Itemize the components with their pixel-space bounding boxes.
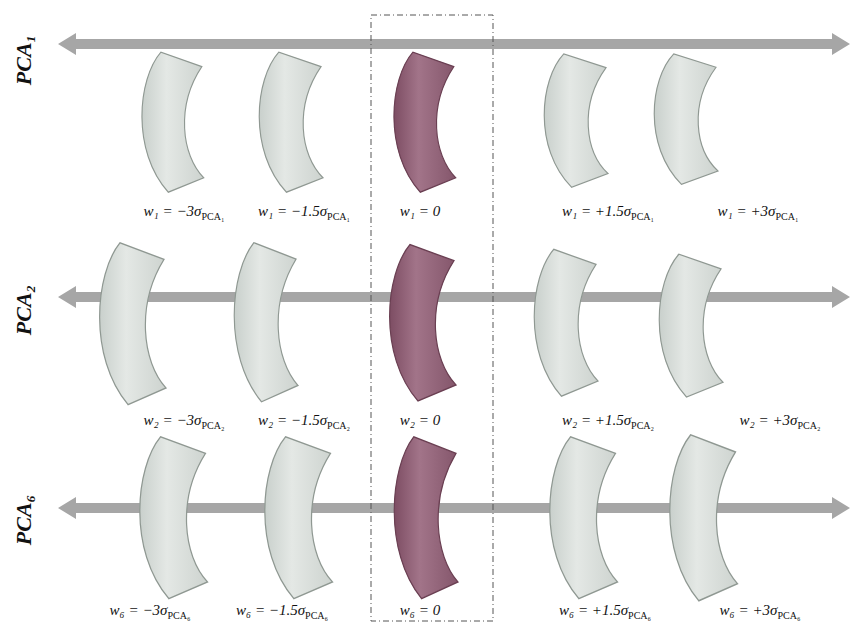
row-label: PCA₁ xyxy=(11,35,37,85)
row-label: PCA₆ xyxy=(11,495,37,545)
mean-shape-frame xyxy=(371,15,493,621)
weight-label: w₂ = −3σPCA₂ xyxy=(144,412,225,431)
weight-label: w₁ = −1.5σPCA₁ xyxy=(258,203,350,222)
weight-label: w₂ = +1.5σPCA₂ xyxy=(562,412,654,431)
weight-label: w₆ = +1.5σPCA₆ xyxy=(559,602,651,621)
weight-label: w₆ = +3σPCA₆ xyxy=(720,602,801,621)
weight-label: w₁ = +1.5σPCA₁ xyxy=(562,203,654,222)
row-label: PCA₂ xyxy=(11,285,37,335)
tube-shapes xyxy=(100,52,738,601)
weight-label: w₆ = −1.5σPCA₆ xyxy=(236,602,328,621)
weight-label: w₂ = +3σPCA₂ xyxy=(740,412,821,431)
weight-label: w₆ = 0 xyxy=(400,602,440,619)
weight-label: w₂ = 0 xyxy=(400,412,440,429)
weight-label: w₁ = 0 xyxy=(400,203,440,220)
weight-label: w₆ = −3σPCA₆ xyxy=(110,602,191,621)
weight-label: w₁ = −3σPCA₁ xyxy=(144,203,225,222)
weight-label: w₁ = +3σPCA₁ xyxy=(718,203,799,222)
weight-label: w₂ = −1.5σPCA₂ xyxy=(258,412,350,431)
